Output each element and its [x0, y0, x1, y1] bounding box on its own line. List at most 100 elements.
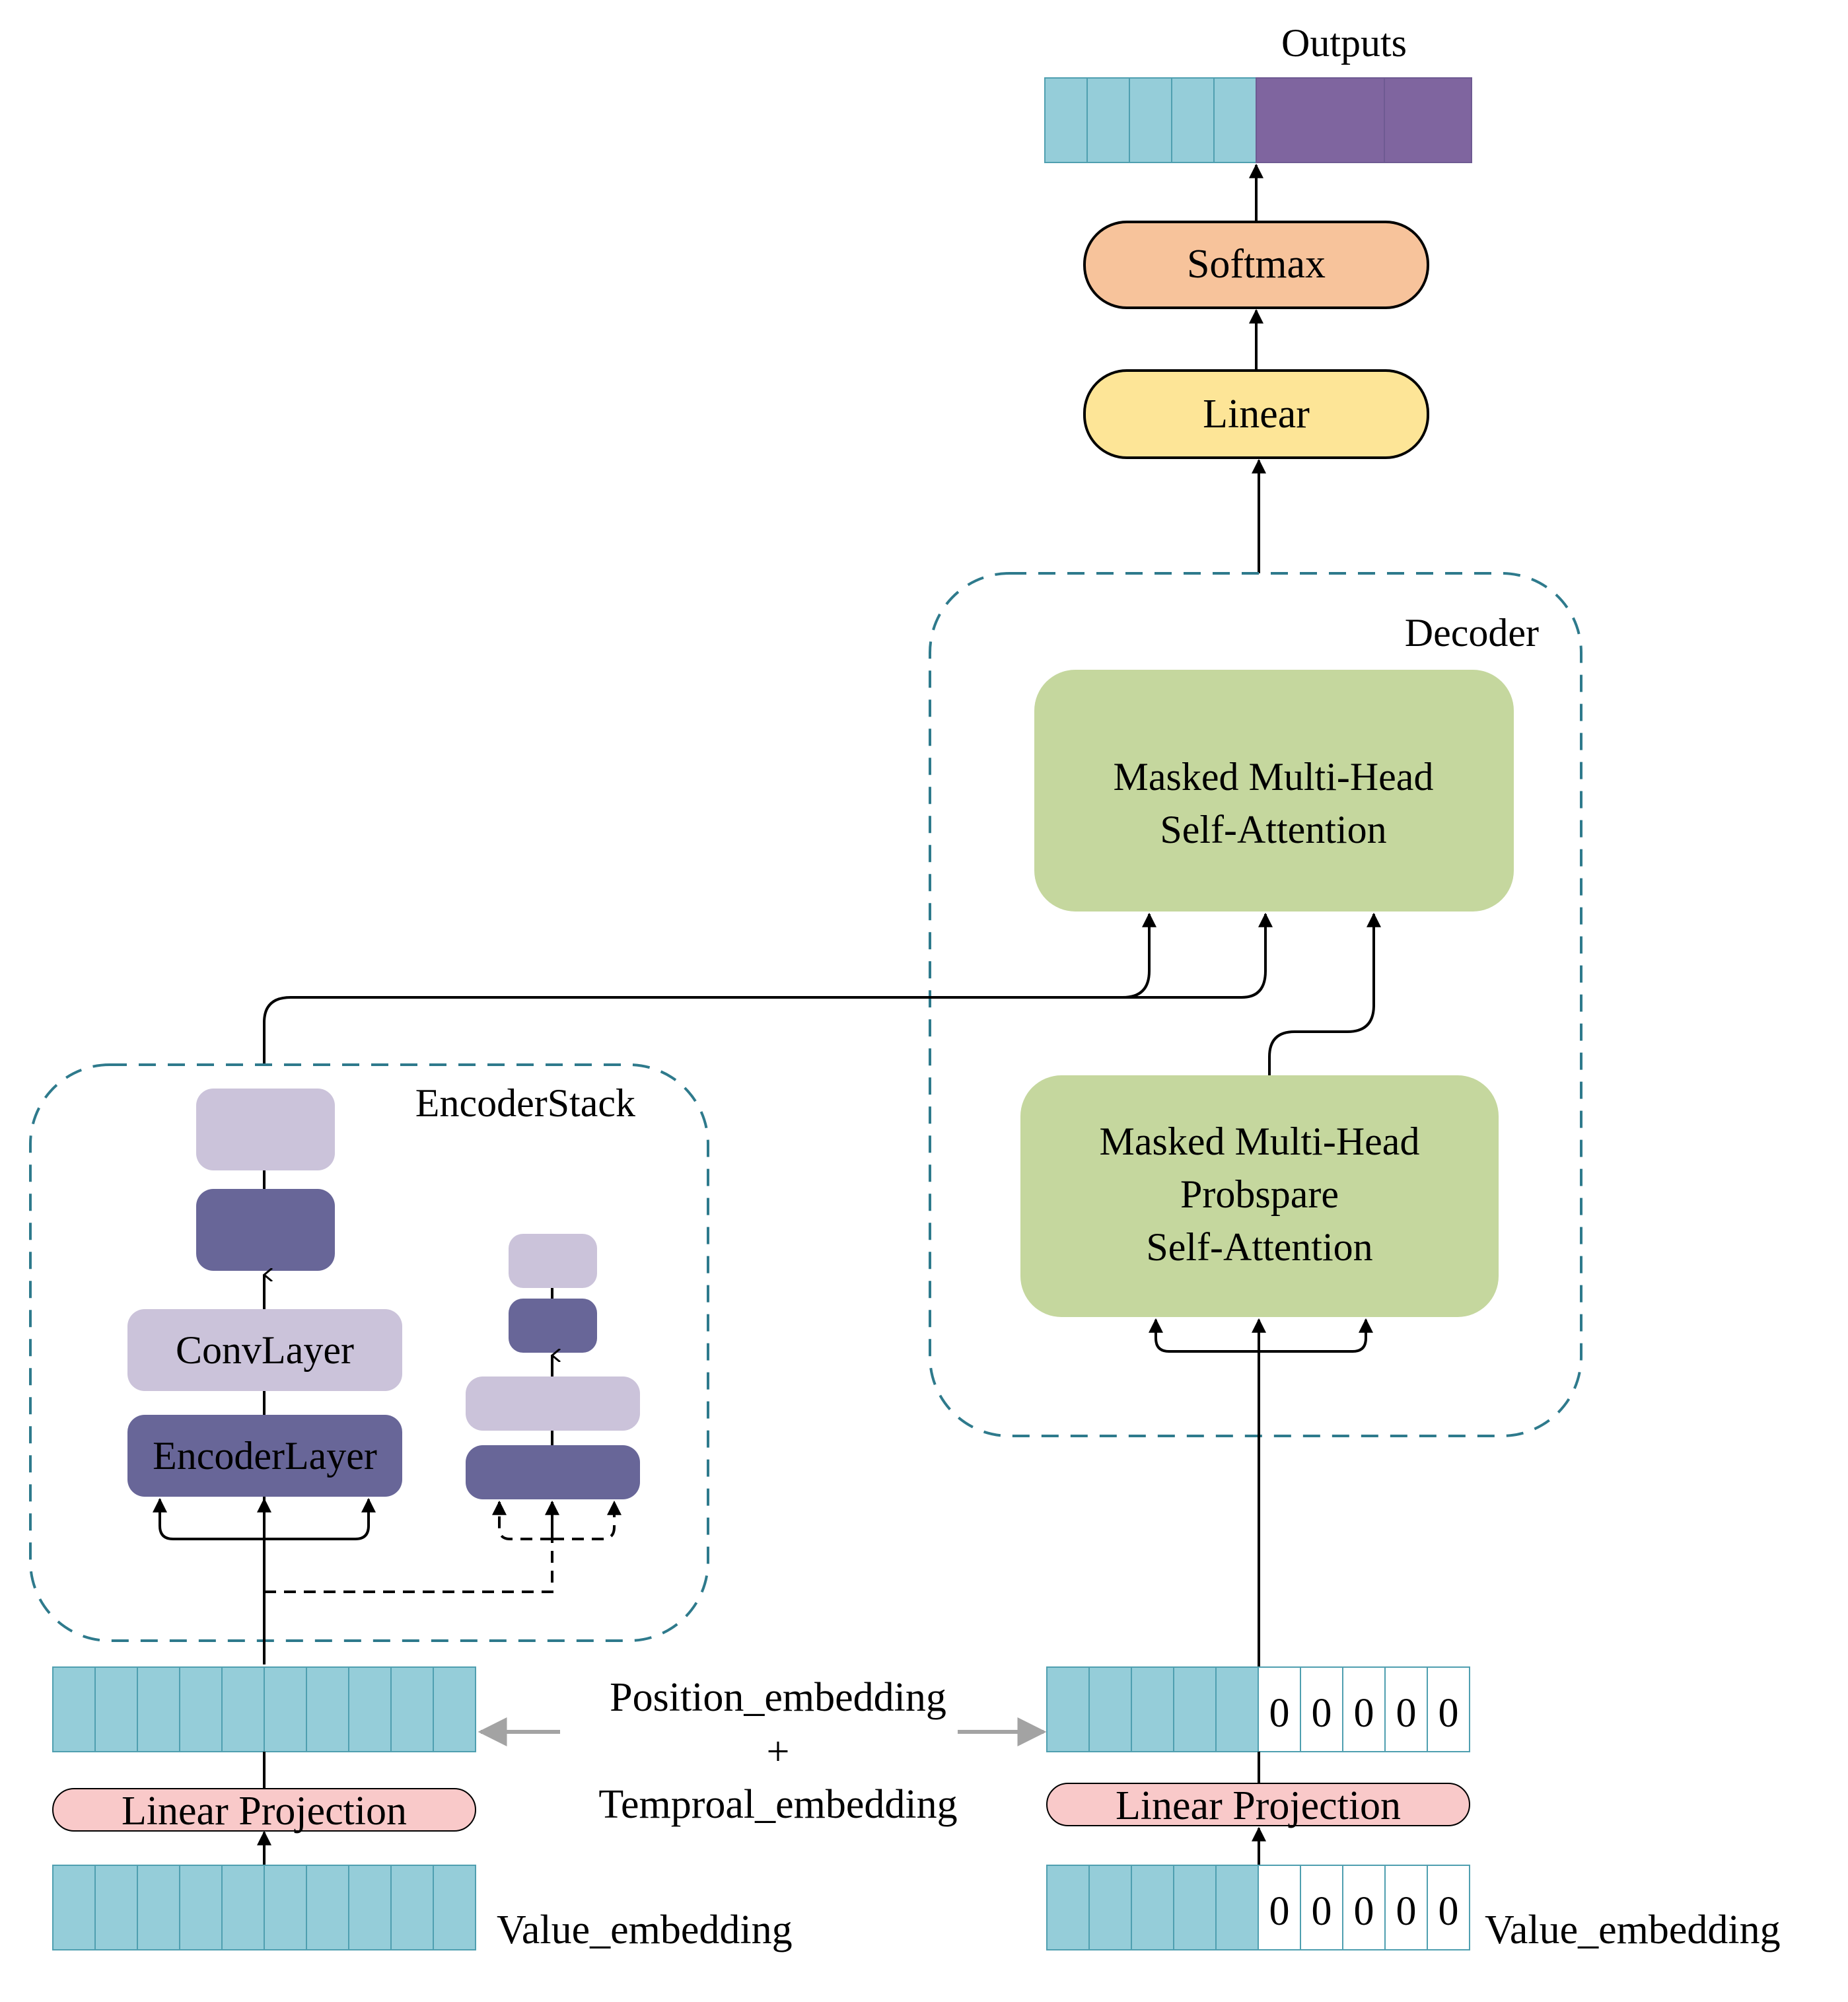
encoder-input-cell — [221, 1666, 265, 1752]
encoder-value-cell — [179, 1865, 223, 1950]
decoder-input-zero-cell — [1427, 1666, 1470, 1752]
decoder-value-zero-cell — [1300, 1865, 1343, 1950]
decoder-value-zero-label: 0 — [1269, 1889, 1290, 1934]
decoder-value-zero-cell — [1342, 1865, 1386, 1950]
decoder-input-zero-label: 0 — [1396, 1691, 1417, 1736]
decoder-input-cell — [1215, 1666, 1259, 1752]
arrow-encoder-layer-input-right — [264, 1497, 376, 1540]
decoder-value-zero-label: 0 — [1354, 1889, 1374, 1934]
embedding-plus-sign: + — [767, 1729, 790, 1774]
decoder-linear-projection-box — [1046, 1783, 1470, 1826]
encoder-input-cell — [137, 1666, 180, 1752]
encoder-value-cell — [306, 1865, 349, 1950]
encoder-input-cell — [348, 1666, 392, 1752]
decoder-linear-projection: Linear Projection — [1046, 1783, 1470, 1828]
encoder-input-cell — [390, 1666, 434, 1752]
encoder-top-dark-block — [196, 1189, 335, 1271]
decoder-input-zero-cell — [1300, 1666, 1343, 1752]
position-embedding-label: Position_embedding — [610, 1675, 946, 1720]
encoder-layer-box — [127, 1415, 402, 1497]
decoder-attention-label-line1: Masked Multi-Head — [1114, 755, 1434, 799]
arrow-secondary-input-right — [552, 1500, 622, 1540]
encoder-input-cell — [306, 1666, 349, 1752]
decoder-value-zero-label: 0 — [1312, 1889, 1332, 1934]
arrow-probspare-branch-left — [1149, 1318, 1259, 1353]
linear-label: Linear — [1203, 392, 1310, 437]
decoder-value-zero-cell — [1258, 1865, 1301, 1950]
arrow-probspare-branch-right — [1259, 1318, 1373, 1353]
decoder-input-zero-label: 0 — [1269, 1691, 1290, 1736]
output-cell — [1171, 77, 1215, 163]
encoder-input-cell — [264, 1666, 307, 1752]
encoder-value-cell — [94, 1865, 138, 1950]
decoder-value-cell — [1046, 1865, 1090, 1950]
encoder-value-cell — [137, 1865, 180, 1950]
encoder-wide-light-block — [466, 1376, 640, 1431]
encoder-value-cell — [348, 1865, 392, 1950]
dashed-link-to-secondary — [264, 1539, 553, 1593]
decoder-value-zero-label: 0 — [1439, 1889, 1459, 1934]
decoder-input-zero-label: 0 — [1312, 1691, 1332, 1736]
decoder-input-cell — [1131, 1666, 1174, 1752]
linear-block: Linear — [1083, 369, 1429, 459]
encoder-value-embedding-label: Value_embedding — [497, 1908, 793, 1952]
decoder-attention-block: Masked Multi-Head Self-Attention — [1034, 670, 1514, 912]
decoder-label: Decoder — [1405, 611, 1539, 655]
encoder-input-vector — [52, 1666, 476, 1752]
encoder-main-column: ConvLayer EncoderLayer — [127, 1089, 402, 1664]
encoder-small-dark-block — [509, 1299, 597, 1353]
embedding-note: Position_embedding + Temproal_embedding — [598, 1675, 957, 1827]
encoder-value-embedding-vector — [52, 1865, 476, 1950]
decoder-value-zero-cell — [1384, 1865, 1428, 1950]
output-cell — [1256, 77, 1385, 163]
arrow-encoder-to-decoder-branch — [1123, 912, 1273, 999]
decoder-attention-box — [1034, 670, 1514, 912]
temporal-embedding-label: Temproal_embedding — [598, 1782, 957, 1827]
outputs-label: Outputs — [1281, 21, 1407, 65]
encoder-top-light-block — [196, 1089, 335, 1170]
softmax-block: Softmax — [1083, 221, 1429, 309]
encoder-input-cell — [433, 1666, 476, 1752]
outputs-vector — [1044, 77, 1472, 163]
output-cell — [1044, 77, 1088, 163]
arrow-probspare-to-attention — [1268, 912, 1381, 1075]
decoder-input-cell — [1173, 1666, 1217, 1752]
encoder-stack-group — [29, 1063, 709, 1642]
decoder-input-zero-cell — [1384, 1666, 1428, 1752]
arrow-encoder-layer-input-left — [153, 1497, 264, 1540]
arrow-encoder-to-decoder — [263, 912, 1156, 1065]
encoder-small-light-block — [509, 1234, 597, 1288]
decoder-value-zero-label: 0 — [1396, 1889, 1417, 1934]
encoder-input-cell — [179, 1666, 223, 1752]
encoder-stack-label: EncoderStack — [415, 1081, 635, 1125]
encoder-value-cell — [264, 1865, 307, 1950]
decoder-value-cell — [1088, 1865, 1132, 1950]
encoder-linear-projection-label: Linear Projection — [122, 1789, 407, 1834]
decoder-input-zero-label: 0 — [1439, 1691, 1459, 1736]
encoder-wide-dark-block — [466, 1445, 640, 1499]
encoder-input-cell — [52, 1666, 96, 1752]
decoder-probspare-box — [1020, 1075, 1499, 1317]
output-cell — [1129, 77, 1172, 163]
decoder-value-embedding-vector: 0 0 0 0 0 — [1046, 1865, 1470, 1950]
decoder-value-cell — [1173, 1865, 1217, 1950]
decoder-input-cell — [1046, 1666, 1090, 1752]
decoder-probspare-label-line1: Masked Multi-Head — [1100, 1120, 1420, 1163]
conv-layer-box — [127, 1309, 402, 1391]
output-cell — [1384, 77, 1472, 163]
encoder-value-cell — [52, 1865, 96, 1950]
decoder-value-embedding-label: Value_embedding — [1485, 1908, 1781, 1952]
decoder-group — [929, 572, 1582, 1437]
decoder-attention-label-line2: Self-Attention — [1160, 808, 1386, 851]
output-cell — [1213, 77, 1257, 163]
conv-layer-label: ConvLayer — [176, 1328, 354, 1372]
arrow-secondary-input-left — [492, 1500, 552, 1540]
encoder-secondary-column — [466, 1234, 640, 1499]
decoder-input-vector: 0 0 0 0 0 — [1046, 1666, 1470, 1752]
encoder-linear-projection: Linear Projection — [52, 1788, 476, 1834]
output-cell — [1086, 77, 1130, 163]
encoder-layer-label: EncoderLayer — [153, 1434, 377, 1478]
decoder-linear-projection-label: Linear Projection — [1116, 1783, 1401, 1828]
decoder-value-zero-cell — [1427, 1865, 1470, 1950]
